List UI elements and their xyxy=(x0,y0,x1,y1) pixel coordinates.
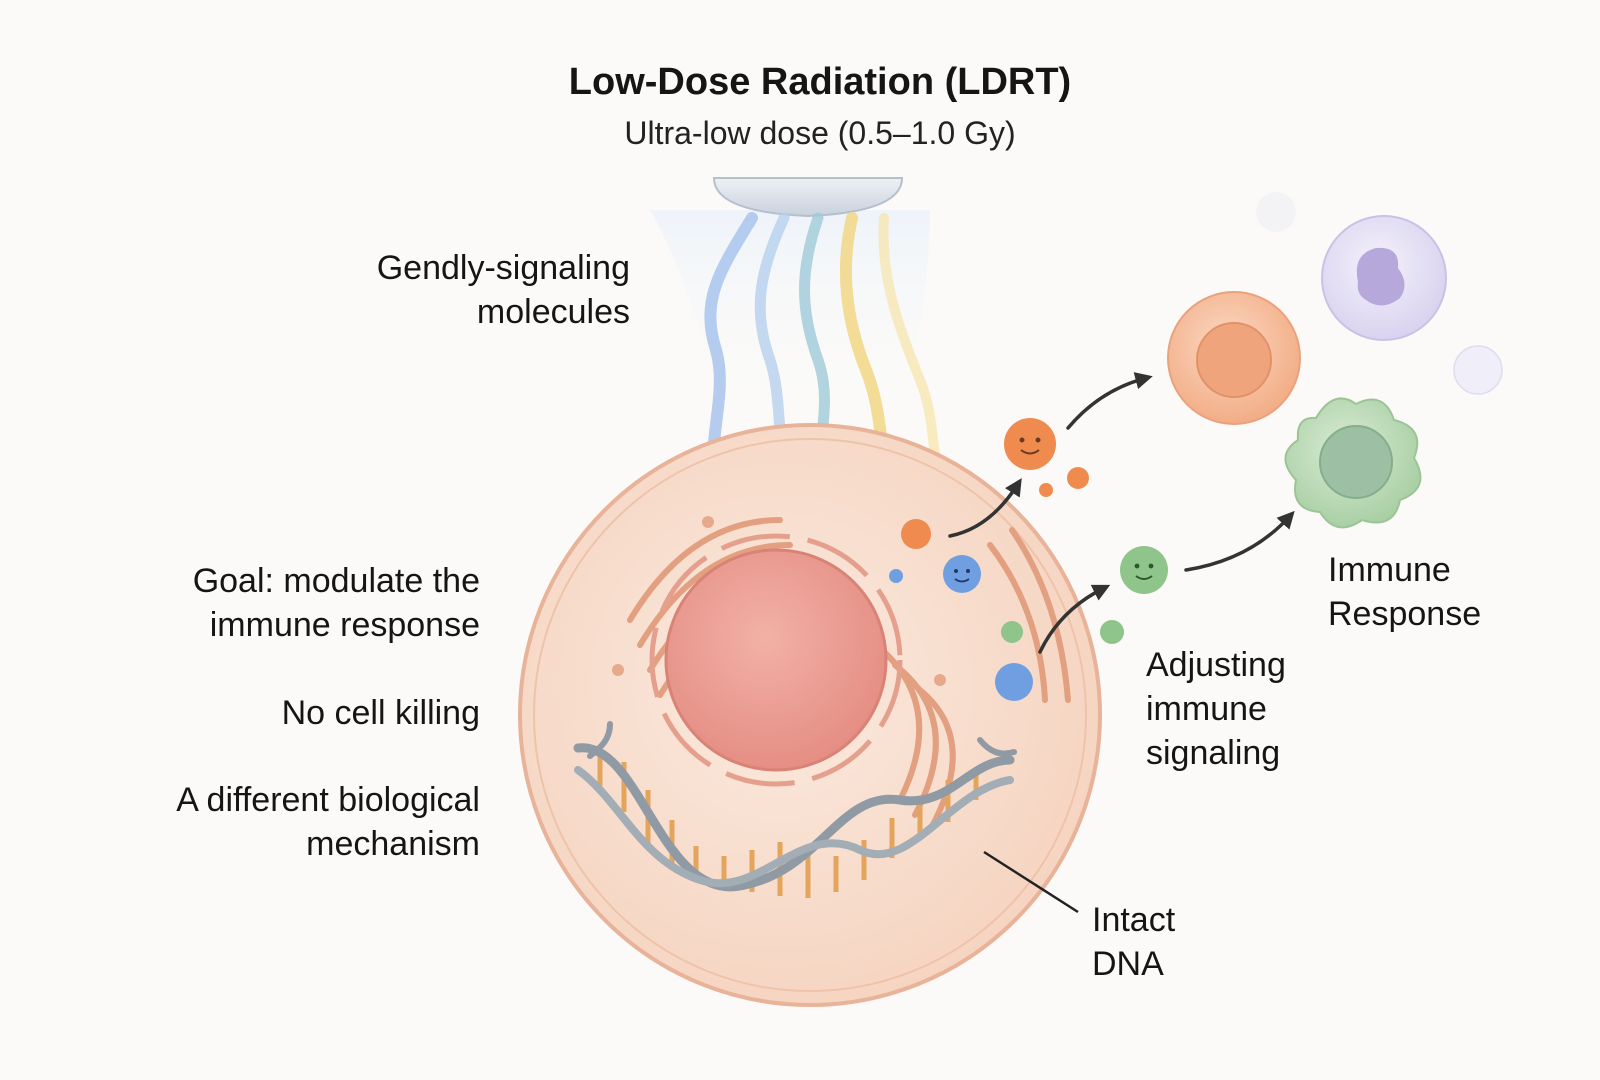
label-biological-mechanism: A different biological mechanism xyxy=(120,778,480,866)
label-line: A different biological xyxy=(176,781,480,819)
label-immune-response: Immune Response xyxy=(1328,548,1588,636)
diagram-subtitle: Ultra-low dose (0.5–1.0 Gy) xyxy=(624,115,1016,151)
nucleus xyxy=(664,548,888,772)
label-line: DNA xyxy=(1092,945,1164,983)
label-line: Response xyxy=(1328,595,1482,633)
diagram-title: Low-Dose Radiation (LDRT) xyxy=(568,61,1072,103)
beam-yellow-2 xyxy=(878,213,945,475)
dna-callout-line xyxy=(983,850,1079,914)
immune-cell-icon xyxy=(1167,291,1301,425)
label-line: mechanism xyxy=(306,825,480,863)
smiley-molecule-icon xyxy=(1004,418,1056,470)
label-goal: Goal: modulate the immune response xyxy=(130,559,480,647)
label-line: Adjusting xyxy=(1146,646,1286,684)
label-line: immune xyxy=(1146,690,1267,728)
cell xyxy=(518,423,1102,1007)
label-line: Gendly-signaling xyxy=(376,249,630,287)
label-adjusting-immune-signaling: Adjusting immune signaling xyxy=(1146,643,1406,775)
label-line: signaling xyxy=(1146,734,1281,772)
dna-helix-icon xyxy=(573,721,1017,898)
label-line: molecules xyxy=(476,293,630,331)
label-line: Goal: modulate the xyxy=(192,562,480,600)
smiley-molecule-icon xyxy=(943,555,981,593)
immune-cell-icon xyxy=(1321,215,1447,341)
label-no-cell-killing: No cell killing xyxy=(281,694,480,732)
label-intact-dna: Intact DNA xyxy=(1092,898,1292,986)
smiley-molecule-icon xyxy=(1120,546,1168,594)
label-line: Intact xyxy=(1092,901,1176,939)
label-line: Immune xyxy=(1328,551,1451,589)
immune-cell-icon xyxy=(1284,397,1422,529)
signaling-molecules xyxy=(889,418,1168,701)
signal-arrows xyxy=(948,372,1295,654)
label-line: immune response xyxy=(209,606,480,644)
label-signaling-molecules: Gendly-signaling molecules xyxy=(300,246,630,334)
